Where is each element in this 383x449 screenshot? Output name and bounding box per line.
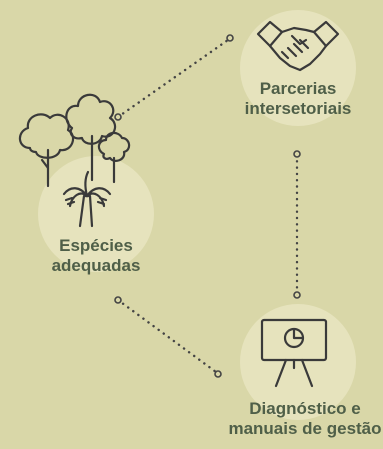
handshake-icon xyxy=(256,20,340,72)
parcerias-circle xyxy=(240,10,356,126)
especies-label-line1: Espécies xyxy=(59,236,133,255)
diagnostico-label-line1: Diagnóstico e xyxy=(249,399,361,418)
presentation-board-chart-icon xyxy=(260,318,328,388)
diagnostico-label-line2: manuais de gestão xyxy=(228,419,382,438)
especies-label: Espécies adequadas xyxy=(26,236,166,276)
diagnostico-label: Diagnóstico e manuais de gestão xyxy=(225,399,383,439)
especies-label-line2: adequadas xyxy=(51,256,141,275)
especies-circle xyxy=(38,156,154,272)
parcerias-label-line2: intersetoriais xyxy=(244,99,352,118)
trees-and-palm-icon xyxy=(18,93,131,228)
connector-especies-diagnostico xyxy=(114,296,222,378)
connector-parcerias-diagnostico xyxy=(293,150,301,299)
connector-especies-parcerias xyxy=(114,34,234,121)
parcerias-label-line1: Parcerias xyxy=(259,79,337,98)
parcerias-label: Parcerias intersetoriais xyxy=(228,79,368,119)
